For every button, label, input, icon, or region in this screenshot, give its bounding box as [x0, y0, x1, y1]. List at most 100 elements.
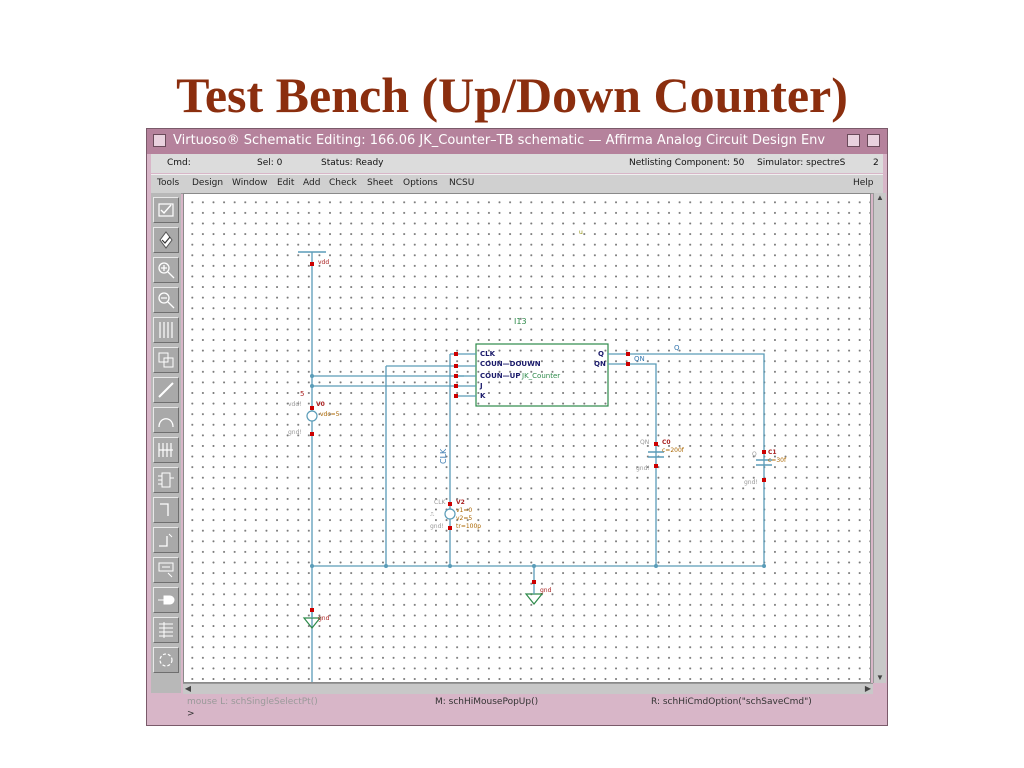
v2-v2-param: v2=5 [456, 515, 472, 522]
instance-name: I13 [514, 317, 527, 326]
net-q-label: Q [674, 344, 680, 352]
c1-net: Q [752, 451, 757, 458]
wire-icon[interactable] [153, 377, 179, 403]
window-menu-button[interactable] [153, 134, 166, 147]
c1-name: C1 [768, 449, 777, 456]
v2-symbol-text: ⎍ [430, 511, 435, 518]
stretch-icon[interactable] [153, 317, 179, 343]
schematic-drawing: vdd gnd gnd I13 CLK COUN—DOUWN COUN—UP J… [288, 229, 787, 682]
v0-name: V0 [316, 401, 325, 408]
select-icon[interactable] [153, 617, 179, 643]
netlisting-status: Netlisting Component: 50 [629, 158, 745, 168]
scroll-up-arrow[interactable]: ▲ [876, 193, 884, 202]
pin-icon[interactable] [153, 497, 179, 523]
check-save-icon[interactable] [153, 197, 179, 223]
wire-narrow-icon[interactable] [153, 407, 179, 433]
window-title: Virtuoso® Schematic Editing: 166.06 JK_C… [173, 133, 826, 148]
scroll-down-arrow[interactable]: ▼ [876, 673, 884, 682]
ready-status: Status: Ready [321, 158, 384, 168]
vdd-label: vdd [318, 259, 329, 266]
tool-palette [151, 193, 181, 693]
pin-k-label: K [480, 392, 486, 400]
jk-counter-block [475, 343, 609, 407]
cmd-status: Cmd: [167, 158, 191, 168]
sel-status: Sel: 0 [257, 158, 283, 168]
menu-design[interactable]: Design [192, 178, 224, 188]
v0-index: 5 [300, 390, 304, 398]
zoom-out-icon[interactable] [153, 287, 179, 313]
v2-minus-net: gnd! [430, 523, 444, 530]
window-number: 2 [873, 158, 879, 168]
property-icon[interactable] [153, 557, 179, 583]
scroll-left-arrow[interactable]: ◀ [184, 684, 192, 693]
zoom-in-icon[interactable] [153, 257, 179, 283]
menu-window[interactable]: Window [232, 178, 268, 188]
c0-net: QN [640, 439, 649, 446]
slide-title: Test Bench (Up/Down Counter) [176, 67, 848, 123]
menu-options[interactable]: Options [403, 178, 438, 188]
vdd-pin-dot [310, 262, 314, 266]
pin-j-label: J [479, 382, 483, 390]
v2-v1-param: v1=0 [456, 507, 472, 514]
c1-value: c=30f [768, 457, 787, 464]
maximize-button[interactable] [867, 134, 880, 147]
c0-capacitor [648, 451, 664, 458]
net-qn-label: QN [634, 355, 645, 363]
wire-qn [630, 363, 657, 566]
c1-capacitor [756, 459, 772, 466]
check-icon[interactable] [153, 227, 179, 253]
v0-plus-net: vdd! [288, 401, 302, 408]
c0-name: C0 [662, 439, 671, 446]
virtuoso-window: Virtuoso® Schematic Editing: 166.06 JK_C… [146, 128, 888, 726]
delete-icon[interactable] [153, 437, 179, 463]
mouse-bindings-bar: mouse L: schSingleSelectPt() M: schHiMou… [183, 693, 883, 721]
mouse-left-binding: mouse L: schSingleSelectPt() [187, 697, 318, 707]
pin-clk-label: CLK [480, 350, 496, 358]
menu-edit[interactable]: Edit [277, 178, 295, 188]
window-titlebar: Virtuoso® Schematic Editing: 166.06 JK_C… [147, 129, 887, 154]
simulator-status: Simulator: spectreS [757, 158, 846, 168]
c0-value: c=200f [662, 447, 685, 454]
schematic-canvas[interactable]: vdd gnd gnd I13 CLK COUN—DOUWN COUN—UP J… [183, 193, 871, 683]
undo-icon[interactable] [153, 647, 179, 673]
wire-q [630, 353, 765, 566]
gnd-symbol [524, 593, 544, 605]
c0-gnd: gnd! [636, 465, 650, 472]
pin-coun-down-label: COUN—DOUWN [480, 360, 541, 368]
v2-source-symbol [444, 508, 456, 520]
pin-coun-up-label: COUN—UP [480, 372, 520, 380]
mouse-right-binding: R: schHiCmdOption("schSaveCmd") [651, 697, 812, 707]
v0-source-symbol [306, 410, 318, 422]
gnd-label: gnd [318, 615, 330, 622]
menu-tools[interactable]: Tools [157, 178, 180, 188]
scroll-right-arrow[interactable]: ▶ [864, 684, 872, 693]
status-bar: Cmd: Sel: 0 Status: Ready Netlisting Com… [151, 154, 883, 173]
horizontal-scrollbar[interactable]: ◀ ▶ [183, 683, 873, 694]
command-prompt[interactable]: > [187, 709, 195, 719]
label-icon[interactable] [153, 527, 179, 553]
net-top-label: u [579, 229, 583, 236]
v0-param: vdc=5 [320, 411, 340, 418]
menu-ncsu[interactable]: NCSU [449, 178, 475, 188]
v2-tr-param: tr=100p [456, 523, 481, 530]
minimize-button[interactable] [847, 134, 860, 147]
menu-add[interactable]: Add [303, 178, 321, 188]
v0-minus-net: gnd! [288, 429, 302, 436]
instance-icon[interactable] [153, 467, 179, 493]
net-clk-label: CLK [439, 448, 448, 464]
gnd-label-2: gnd [540, 587, 552, 594]
menu-check[interactable]: Check [329, 178, 357, 188]
mouse-middle-binding: M: schHiMousePopUp() [435, 697, 539, 707]
pin-qn-label: QN [594, 360, 606, 368]
pin-q-label: Q [598, 350, 604, 358]
menu-bar: Tools Design Window Edit Add Check Sheet… [151, 174, 883, 194]
copy-icon[interactable] [153, 347, 179, 373]
v2-plus-net: CLK [434, 499, 447, 506]
vertical-scrollbar[interactable]: ▲ ▼ [873, 193, 886, 683]
c1-gnd: gnd! [744, 479, 758, 486]
menu-sheet[interactable]: Sheet [367, 178, 394, 188]
cmd-option-icon[interactable] [153, 587, 179, 613]
menu-help[interactable]: Help [853, 178, 874, 188]
v2-name: V2 [456, 499, 465, 506]
cell-name: JK_Counter [521, 372, 560, 380]
